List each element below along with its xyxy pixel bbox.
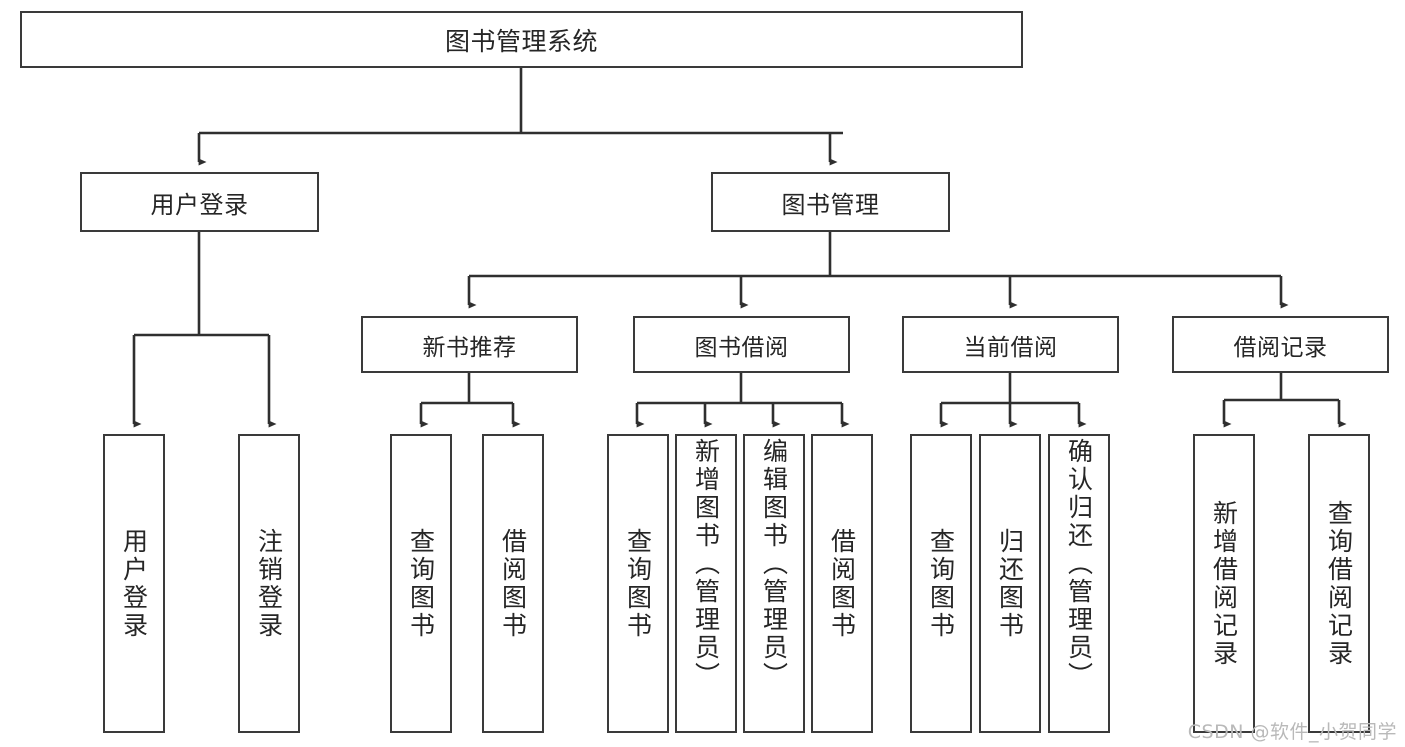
leaf-borrow-edit-book-label: 编辑图书（管理员） bbox=[759, 438, 789, 690]
leaf-borrow-borrow-book-label: 借阅图书 bbox=[827, 527, 857, 640]
node-book-borrow[interactable]: 图书借阅 bbox=[633, 316, 850, 373]
node-book-management-label: 图书管理 bbox=[781, 190, 880, 219]
leaf-user-login-logout[interactable]: 注销登录 bbox=[238, 434, 300, 733]
leaf-borrow-borrow-book[interactable]: 借阅图书 bbox=[811, 434, 873, 733]
connector-lines bbox=[132, 68, 1347, 428]
leaf-record-add-record-label: 新增借阅记录 bbox=[1209, 499, 1239, 668]
leaf-record-query-record-label: 查询借阅记录 bbox=[1324, 499, 1354, 668]
leaf-borrow-query-book-label: 查询图书 bbox=[623, 527, 653, 640]
leaf-borrow-query-book[interactable]: 查询图书 bbox=[607, 434, 669, 733]
node-new-book-recommend-label: 新书推荐 bbox=[422, 334, 517, 361]
leaf-current-confirm-return-label: 确认归还（管理员） bbox=[1064, 438, 1094, 690]
leaf-current-query-book[interactable]: 查询图书 bbox=[910, 434, 972, 733]
leaf-record-add-record[interactable]: 新增借阅记录 bbox=[1193, 434, 1255, 733]
leaf-new-book-query-label: 查询图书 bbox=[406, 527, 436, 640]
leaf-user-login-login-label: 用户登录 bbox=[119, 527, 149, 640]
node-user-login-label: 用户登录 bbox=[150, 190, 249, 219]
node-current-borrow-label: 当前借阅 bbox=[963, 334, 1058, 361]
node-book-management[interactable]: 图书管理 bbox=[711, 172, 950, 232]
leaf-borrow-edit-book[interactable]: 编辑图书（管理员） bbox=[743, 434, 805, 733]
leaf-current-query-book-label: 查询图书 bbox=[926, 527, 956, 640]
node-root-system-label: 图书管理系统 bbox=[444, 26, 598, 56]
leaf-current-confirm-return[interactable]: 确认归还（管理员） bbox=[1048, 434, 1110, 733]
leaf-borrow-add-book-label: 新增图书（管理员） bbox=[691, 438, 721, 690]
leaf-user-login-login[interactable]: 用户登录 bbox=[103, 434, 165, 733]
leaf-record-query-record[interactable]: 查询借阅记录 bbox=[1308, 434, 1370, 733]
node-borrow-record[interactable]: 借阅记录 bbox=[1172, 316, 1389, 373]
node-book-borrow-label: 图书借阅 bbox=[694, 334, 789, 361]
node-current-borrow[interactable]: 当前借阅 bbox=[902, 316, 1119, 373]
node-new-book-recommend[interactable]: 新书推荐 bbox=[361, 316, 578, 373]
leaf-new-book-query[interactable]: 查询图书 bbox=[390, 434, 452, 733]
node-borrow-record-label: 借阅记录 bbox=[1233, 334, 1328, 361]
leaf-current-return-book-label: 归还图书 bbox=[995, 527, 1025, 640]
leaf-current-return-book[interactable]: 归还图书 bbox=[979, 434, 1041, 733]
leaf-borrow-add-book[interactable]: 新增图书（管理员） bbox=[675, 434, 737, 733]
node-user-login[interactable]: 用户登录 bbox=[80, 172, 319, 232]
leaf-new-book-borrow[interactable]: 借阅图书 bbox=[482, 434, 544, 733]
leaf-new-book-borrow-label: 借阅图书 bbox=[498, 527, 528, 640]
leaf-user-login-logout-label: 注销登录 bbox=[254, 527, 284, 640]
node-root-system[interactable]: 图书管理系统 bbox=[20, 11, 1023, 68]
